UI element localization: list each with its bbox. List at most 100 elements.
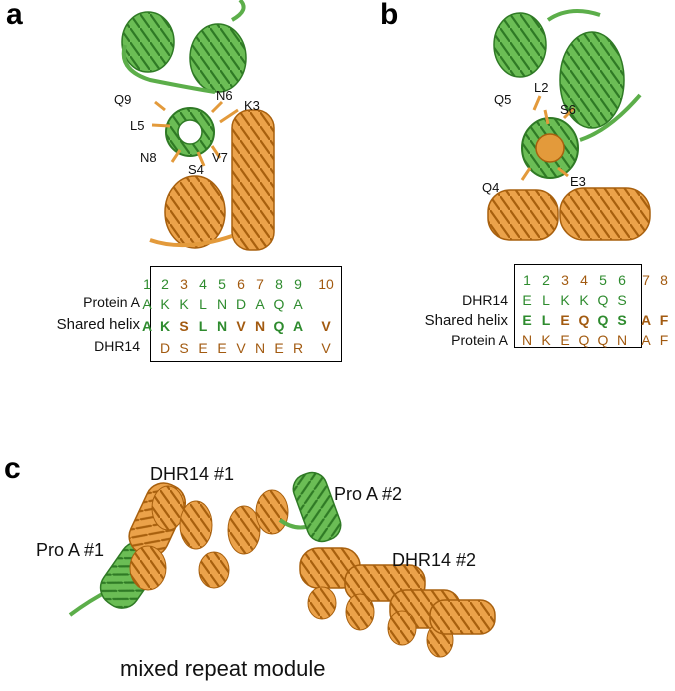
residue-label: Q9: [114, 92, 132, 107]
position-number: 3: [180, 276, 188, 292]
seq-cell: A: [293, 296, 303, 312]
caption: mixed repeat module: [120, 656, 326, 681]
alignment-box-a: [150, 266, 342, 362]
helix-a-green-2: [189, 23, 247, 93]
seq-cell: F: [659, 312, 669, 328]
position-number: 6: [618, 272, 626, 288]
alignment-row-label: DHR14: [462, 292, 508, 308]
residue-label: V7: [212, 150, 228, 165]
seq-cell: Q: [578, 332, 590, 348]
seq-cell: N: [616, 332, 628, 348]
helix-a-green-1: [121, 11, 175, 73]
seq-cell: L: [199, 296, 207, 312]
seq-cell: E: [274, 340, 284, 356]
position-number: 8: [275, 276, 283, 292]
position-number: 10: [318, 276, 334, 292]
position-number: 4: [199, 276, 207, 292]
alignment-row-label: DHR14: [94, 338, 140, 354]
structure-b: [487, 9, 651, 241]
seq-cell: N: [216, 296, 228, 312]
seq-cell: Q: [273, 296, 285, 312]
residue-label: N8: [140, 150, 157, 165]
seq-cell: A: [640, 312, 652, 328]
residue-label: L5: [130, 118, 145, 133]
seq-cell: K: [560, 292, 570, 308]
position-number: 6: [237, 276, 245, 292]
seq-cell: A: [142, 296, 152, 312]
seq-cell: L: [542, 292, 550, 308]
position-number: 5: [218, 276, 226, 292]
seq-cell: Q: [578, 312, 590, 328]
alignment-row-label: Protein A: [451, 332, 508, 348]
residue-label: L2: [534, 80, 549, 95]
residue-label: S4: [188, 162, 204, 177]
seq-cell: N: [521, 332, 533, 348]
seq-cell: D: [159, 340, 171, 356]
seq-cell: N: [254, 340, 266, 356]
seq-cell: A: [641, 332, 651, 348]
seq-cell: E: [522, 292, 532, 308]
residue-label: S6: [560, 102, 576, 117]
seq-cell: S: [179, 340, 189, 356]
structure-c: [68, 471, 496, 658]
module-label: DHR14 #1: [150, 464, 235, 484]
position-number: 1: [143, 276, 151, 292]
seq-cell: F: [659, 332, 669, 348]
seq-cell: A: [292, 318, 304, 334]
seq-cell: Q: [597, 332, 609, 348]
residue-label: E3: [570, 174, 586, 189]
position-number: 2: [161, 276, 169, 292]
module-label: Pro A #2: [334, 484, 403, 504]
seq-cell: E: [560, 312, 570, 328]
position-number: 9: [294, 276, 302, 292]
residue-label: K3: [244, 98, 260, 113]
seq-cell: S: [617, 292, 627, 308]
seq-cell: K: [541, 332, 551, 348]
seq-cell: K: [160, 296, 170, 312]
panel-letter-b: b: [380, 0, 399, 31]
seq-cell: S: [179, 318, 189, 334]
position-number: 4: [580, 272, 588, 288]
seq-cell: S: [617, 312, 627, 328]
position-number: 7: [256, 276, 264, 292]
position-number: 1: [523, 272, 531, 288]
seq-cell: N: [254, 318, 266, 334]
seq-cell: K: [579, 292, 589, 308]
position-number: 3: [561, 272, 569, 288]
seq-cell: Q: [273, 318, 285, 334]
seq-cell: V: [321, 318, 331, 334]
helix-a-orange-2: [164, 175, 226, 249]
structure-a: [121, 0, 275, 251]
seq-cell: L: [541, 312, 551, 328]
alignment-row-label: Protein A: [83, 294, 140, 310]
residue-label: Q4: [482, 180, 500, 195]
panel-letter-a: a: [6, 0, 23, 31]
seq-cell: E: [522, 312, 532, 328]
helix-a-orange-1: [231, 109, 275, 251]
residue-label: Q5: [494, 92, 512, 107]
seq-cell: N: [216, 318, 228, 334]
alignment-row-label: Shared helix: [56, 316, 140, 333]
seq-cell: K: [159, 318, 171, 334]
seq-cell: V: [236, 318, 246, 334]
position-number: 7: [642, 272, 650, 288]
alignment-row-label: Shared helix: [424, 312, 508, 329]
seq-cell: V: [236, 340, 246, 356]
seq-cell: D: [235, 296, 247, 312]
seq-cell: E: [198, 340, 208, 356]
module-label: Pro A #1: [36, 540, 105, 560]
seq-cell: K: [179, 296, 189, 312]
position-number: 5: [599, 272, 607, 288]
seq-cell: A: [255, 296, 265, 312]
residue-label: N6: [216, 88, 233, 103]
seq-cell: R: [292, 340, 304, 356]
seq-cell: L: [198, 318, 208, 334]
alignment-box-b: [514, 264, 642, 348]
module-label: DHR14 #2: [392, 550, 477, 570]
seq-cell: V: [321, 340, 331, 356]
seq-cell: A: [141, 318, 153, 334]
seq-cell: Q: [597, 292, 609, 308]
position-number: 8: [660, 272, 668, 288]
seq-cell: Q: [597, 312, 609, 328]
